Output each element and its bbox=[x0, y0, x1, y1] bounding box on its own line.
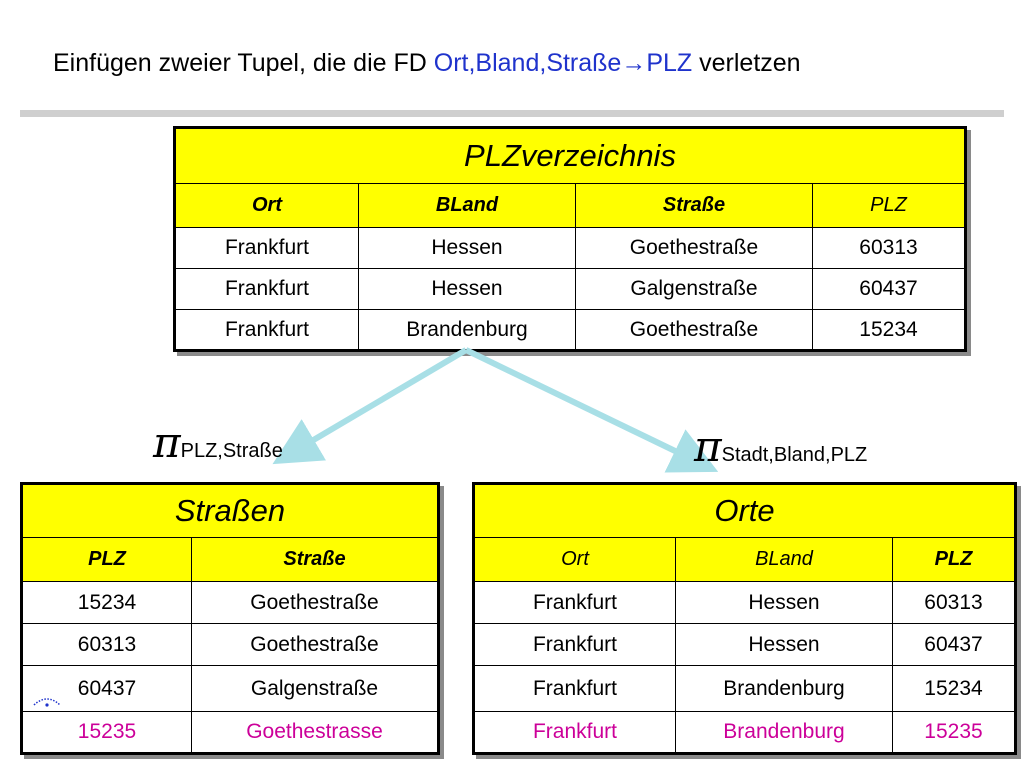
column-header-bland: BLand bbox=[358, 183, 576, 228]
table-cell: 60313 bbox=[812, 227, 966, 269]
table-cell: 60437 bbox=[812, 268, 966, 310]
strassen-table: Straßen PLZ Straße 15234 Goethestraße 60… bbox=[20, 482, 440, 755]
table-cell: Goethestraße bbox=[575, 227, 813, 269]
table-row: Frankfurt Brandenburg 15234 bbox=[473, 665, 1016, 712]
projection-subscript-left: PLZ,Straße bbox=[180, 440, 283, 462]
table-cell: 60437 bbox=[892, 623, 1016, 666]
table-cell: 15234 bbox=[21, 581, 192, 624]
projection-label-left: πPLZ,Straße bbox=[153, 418, 283, 467]
table-cell: Frankfurt bbox=[473, 665, 676, 712]
table-row: Frankfurt Hessen Galgenstraße 60437 bbox=[174, 268, 966, 310]
strassen-caption: Straßen bbox=[21, 483, 439, 538]
plzverzeichnis-table: PLZverzeichnis Ort BLand Straße PLZ Fran… bbox=[173, 126, 967, 352]
table-cell: Frankfurt bbox=[174, 227, 359, 269]
table-cell: 60313 bbox=[892, 581, 1016, 624]
arrow-to-strassen bbox=[272, 347, 468, 465]
table-cell: 60313 bbox=[21, 623, 192, 666]
table-cell: Goethestraße bbox=[191, 581, 439, 624]
title-divider bbox=[20, 110, 1004, 117]
column-header-strasse: Straße bbox=[191, 537, 439, 582]
projection-subscript-right: Stadt,Bland,PLZ bbox=[721, 444, 868, 466]
table-cell: Galgenstraße bbox=[191, 665, 439, 712]
table-cell: Hessen bbox=[675, 581, 893, 624]
table-cell: 15235 bbox=[21, 711, 192, 754]
orte-caption: Orte bbox=[473, 483, 1016, 538]
table-row: Frankfurt Hessen 60313 bbox=[473, 581, 1016, 624]
column-header-ort: Ort bbox=[174, 183, 359, 228]
table-cell: Frankfurt bbox=[473, 623, 676, 666]
table-row: Frankfurt Hessen 60437 bbox=[473, 623, 1016, 666]
table-cell: Hessen bbox=[358, 268, 576, 310]
table-cell: 15235 bbox=[892, 711, 1016, 754]
table-cell: Goethestraße bbox=[575, 309, 813, 351]
table-cell: Goethestrasse bbox=[191, 711, 439, 754]
table-row: 60313 Goethestraße bbox=[21, 623, 439, 666]
column-header-plz: PLZ bbox=[812, 183, 966, 228]
new-tuple-row: 15235 Goethestrasse bbox=[21, 711, 439, 754]
column-header-ort: Ort bbox=[473, 537, 676, 582]
logo-stamp-icon bbox=[33, 698, 61, 707]
title-suffix: verletzen bbox=[692, 49, 801, 77]
title-fd: Ort,Bland,Straße→PLZ bbox=[433, 49, 693, 77]
table-cell: Goethestraße bbox=[191, 623, 439, 666]
pi-symbol: π bbox=[153, 418, 181, 467]
slide-title: Einfügen zweier Tupel, die die FD Ort,Bl… bbox=[53, 49, 801, 78]
column-header-strasse: Straße bbox=[575, 183, 813, 228]
table-row: Frankfurt Hessen Goethestraße 60313 bbox=[174, 227, 966, 269]
table-cell: 15234 bbox=[812, 309, 966, 351]
new-tuple-row: Frankfurt Brandenburg 15235 bbox=[473, 711, 1016, 754]
table-cell: Frankfurt bbox=[174, 268, 359, 310]
plzverzeichnis-caption: PLZverzeichnis bbox=[174, 127, 966, 184]
table-cell: Frankfurt bbox=[473, 711, 676, 754]
table-cell: Hessen bbox=[675, 623, 893, 666]
arrow-to-orte bbox=[464, 347, 719, 473]
table-row: 15234 Goethestraße bbox=[21, 581, 439, 624]
table-cell: Hessen bbox=[358, 227, 576, 269]
table-cell: Frankfurt bbox=[174, 309, 359, 351]
orte-table: Orte Ort BLand PLZ Frankfurt Hessen 6031… bbox=[472, 482, 1017, 755]
table-cell: Frankfurt bbox=[473, 581, 676, 624]
table-cell: Brandenburg bbox=[675, 665, 893, 712]
table-cell: 15234 bbox=[892, 665, 1016, 712]
title-prefix: Einfügen zweier Tupel, die die FD bbox=[53, 49, 434, 77]
table-row: Frankfurt Brandenburg Goethestraße 15234 bbox=[174, 309, 966, 351]
column-header-plz: PLZ bbox=[21, 537, 192, 582]
table-cell: Galgenstraße bbox=[575, 268, 813, 310]
column-header-bland: BLand bbox=[675, 537, 893, 582]
table-cell: Brandenburg bbox=[675, 711, 893, 754]
column-header-plz: PLZ bbox=[892, 537, 1016, 582]
pi-symbol: π bbox=[694, 422, 722, 471]
table-row: 60437 Galgenstraße bbox=[21, 665, 439, 712]
projection-label-right: πStadt,Bland,PLZ bbox=[694, 422, 867, 471]
